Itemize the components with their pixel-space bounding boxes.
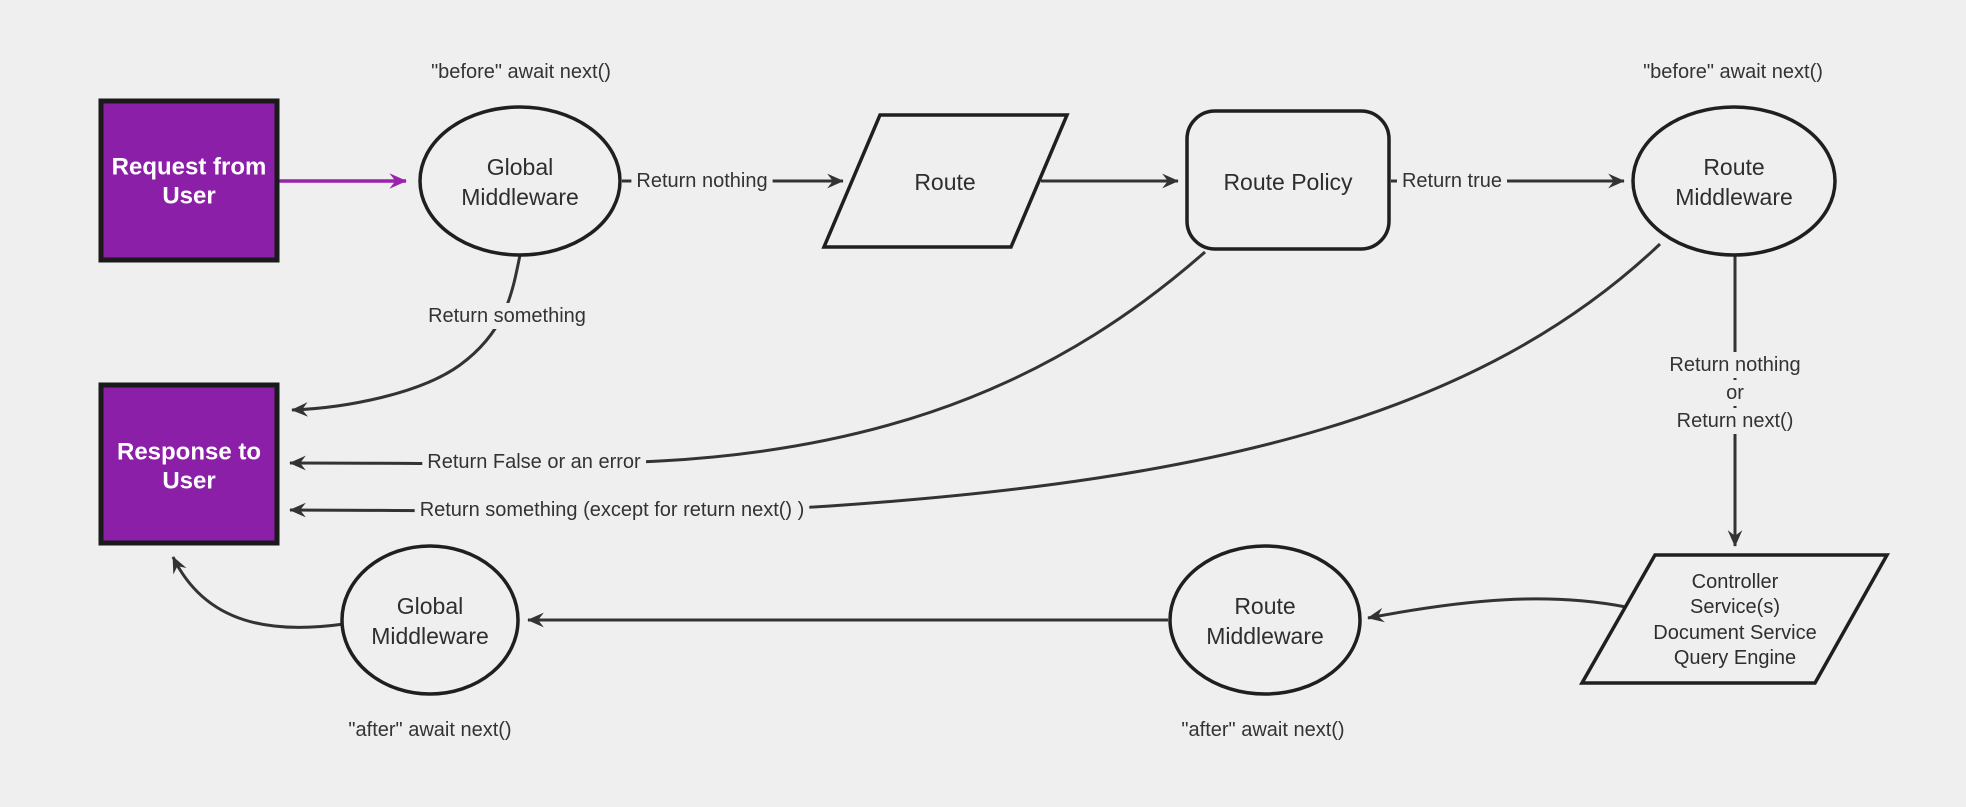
global-middleware-top-ellipse (418, 105, 622, 257)
route-middleware-bottom-label-line1: Route (1234, 593, 1295, 619)
node-route-middleware-bottom: Route Middleware (1168, 544, 1362, 696)
controller-label-line3: Document Service (1653, 622, 1816, 644)
global-middleware-top-label-line2: Middleware (461, 184, 579, 210)
route-policy-label: Route Policy (1223, 169, 1353, 195)
route-middleware-top-ellipse (1631, 105, 1837, 257)
route-label: Route (914, 169, 975, 195)
node-route-policy: Route Policy (1185, 109, 1391, 251)
label-before-await-next-top-left: "before" await next() (431, 61, 611, 83)
label-return-nothing-or-line1: Return nothing (1669, 354, 1800, 376)
response-to-user-label-line1: Response to (117, 439, 261, 466)
node-controller-services: Controller Service(s) Document Service Q… (1578, 553, 1890, 685)
request-from-user-label-line1: Request from (112, 154, 267, 181)
edge-label-background (631, 168, 773, 194)
label-after-await-next-bottom-left: "after" await next() (348, 719, 511, 741)
node-global-middleware-top: Global Middleware (418, 105, 622, 257)
global-middleware-top-label-line1: Global (487, 154, 553, 180)
edge-label-background (1664, 352, 1806, 378)
label-return-nothing-or-line2: or (1726, 382, 1744, 404)
node-request-from-user: Request from User (98, 98, 280, 263)
response-to-user-label-line2: User (162, 468, 215, 495)
controller-label-line4: Query Engine (1674, 647, 1796, 669)
edge-label-background (422, 449, 647, 475)
edge-label-background (423, 303, 591, 329)
label-return-true: Return true (1402, 170, 1502, 192)
route-parallelogram (821, 113, 1070, 249)
label-before-await-next-top-right: "before" await next() (1643, 61, 1823, 83)
edge-global-middleware-bottom-to-response (171, 556, 345, 629)
route-policy-rect (1185, 109, 1391, 251)
label-return-something-except: Return something (except for return next… (420, 499, 805, 521)
node-route-middleware-top: Route Middleware (1631, 105, 1837, 257)
edge-label-background (1671, 408, 1799, 434)
edge-labels: "before" await next() "before" await nex… (348, 61, 1823, 741)
response-to-user-box (98, 382, 280, 546)
edge-controller-to-route-middleware-bottom (1367, 597, 1627, 623)
edge-label-background (1721, 380, 1750, 406)
request-from-user-box (98, 98, 280, 263)
controller-parallelogram (1578, 553, 1890, 685)
label-return-something: Return something (428, 305, 586, 327)
global-middleware-bottom-label-line2: Middleware (371, 623, 489, 649)
label-after-await-next-bottom-mid: "after" await next() (1181, 719, 1344, 741)
node-global-middleware-bottom: Global Middleware (340, 544, 520, 696)
route-middleware-bottom-ellipse (1168, 544, 1362, 696)
route-middleware-top-label-line1: Route (1703, 154, 1764, 180)
request-from-user-label-line2: User (162, 183, 215, 210)
label-return-nothing: Return nothing (636, 170, 767, 192)
global-middleware-bottom-label-line1: Global (397, 593, 463, 619)
label-return-nothing-or-line3: Return next() (1677, 410, 1794, 432)
label-return-false-or-error: Return False or an error (427, 451, 641, 473)
node-response-to-user: Response to User (98, 382, 280, 546)
controller-label-line1: Controller (1692, 571, 1779, 593)
global-middleware-bottom-ellipse (340, 544, 520, 696)
route-middleware-bottom-label-line2: Middleware (1206, 623, 1324, 649)
edge-label-background (414, 497, 810, 523)
node-route: Route (821, 113, 1070, 249)
route-middleware-top-label-line2: Middleware (1675, 184, 1793, 210)
nodes: Request from User Response to User Globa… (98, 98, 1890, 696)
edge-global-middleware-return-something-to-response (291, 254, 522, 417)
controller-label-line2: Service(s) (1690, 596, 1780, 618)
edge-label-background (1396, 168, 1508, 194)
edge-route-policy-return-false-to-response (289, 250, 1206, 471)
